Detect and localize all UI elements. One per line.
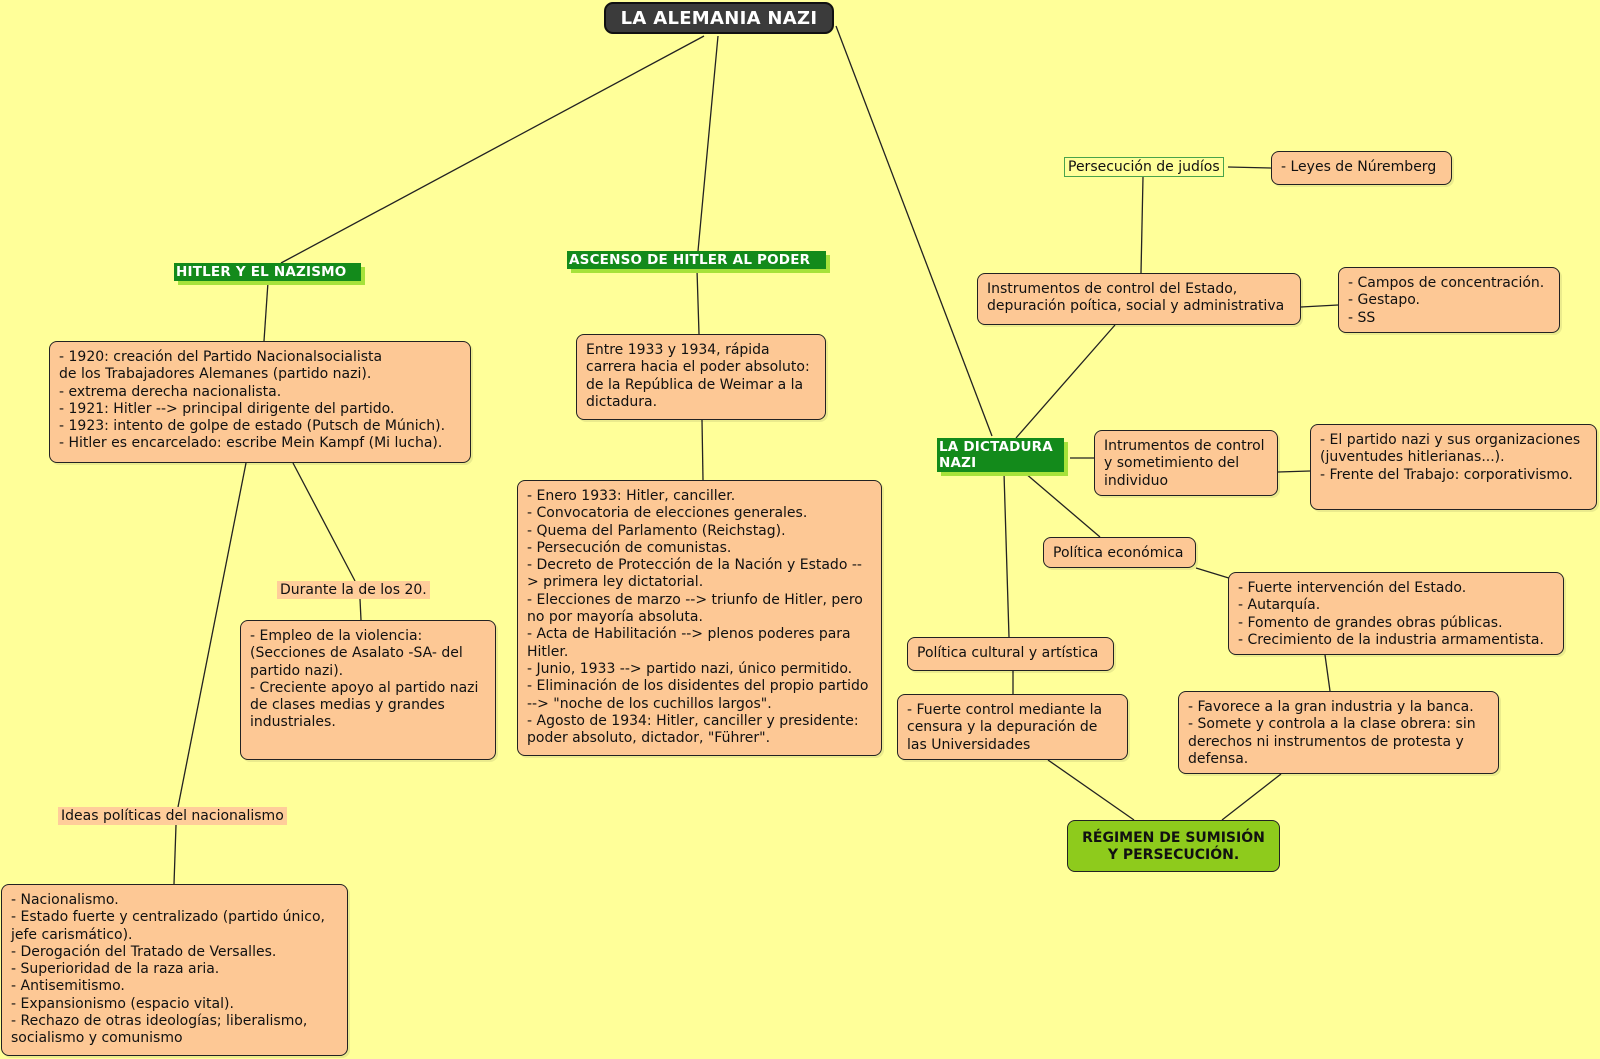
instrumentos-individuo-box[interactable]: Intrumentos de control y sometimiento de… [1094, 430, 1278, 496]
link-ideas-box [173, 824, 177, 885]
link-hitler-ideas [177, 462, 247, 808]
instrumentos-estado-box[interactable]: Instrumentos de control del Estado, depu… [977, 273, 1301, 325]
link-title-hitler [280, 35, 705, 264]
persecucion-label[interactable]: Persecución de judíos [1064, 157, 1224, 177]
campos-box[interactable]: - Campos de concentración. - Gestapo. - … [1338, 267, 1560, 333]
topic-hitler-nazismo[interactable]: HITLER Y EL NAZISMO [174, 263, 361, 281]
link-economica-box [1195, 567, 1233, 580]
link-individuo-partido [1277, 470, 1311, 473]
favorece-box[interactable]: - Favorece a la gran industria y la banc… [1178, 691, 1499, 774]
durante-label[interactable]: Durante la de los 20. [277, 581, 430, 599]
economica-box[interactable]: - Fuerte intervención del Estado. - Auta… [1228, 572, 1564, 655]
link-instrumentos-persecucion [1140, 176, 1144, 274]
hitler-timeline-box[interactable]: - 1920: creación del Partido Nacionalsoc… [49, 341, 471, 463]
link-title-ascenso [697, 35, 719, 252]
link-economica-favorece [1324, 654, 1331, 692]
link-hitler-box [263, 281, 269, 342]
link-title-dictadura [835, 25, 993, 437]
violencia-box[interactable]: - Empleo de la violencia: (Secciones de … [240, 620, 496, 760]
regimen-box[interactable]: RÉGIMEN DE SUMISIÓN Y PERSECUCIÓN. [1067, 820, 1280, 872]
censura-box[interactable]: - Fuerte control mediante la censura y l… [897, 694, 1128, 760]
link-dictadura-instrumentos [1015, 324, 1116, 439]
link-hitler-durante [292, 462, 356, 582]
economica-box-label[interactable]: Política económica [1043, 537, 1196, 568]
topic-ascenso[interactable]: ASCENSO DE HITLER AL PODER [567, 251, 826, 269]
cultural-box-label[interactable]: Política cultural y artística [907, 637, 1114, 671]
main-title[interactable]: LA ALEMANIA NAZI [604, 2, 834, 34]
leyes-box[interactable]: - Leyes de Núremberg [1271, 151, 1452, 185]
link-durante-violencia [359, 598, 362, 621]
ideas-label[interactable]: Ideas políticas del nacionalismo [58, 807, 287, 825]
eventos-box[interactable]: - Enero 1933: Hitler, canciller. - Convo… [517, 480, 882, 756]
link-dictadura-economica [1024, 472, 1101, 538]
link-ascenso-box [696, 269, 700, 335]
ideas-box[interactable]: - Nacionalismo. - Estado fuerte y centra… [1, 884, 348, 1056]
link-favorece-regimen [1221, 773, 1282, 821]
link-ascenso-eventos [701, 419, 704, 481]
topic-dictadura[interactable]: LA DICTADURA NAZI [937, 438, 1064, 472]
link-persecucion-leyes [1227, 166, 1272, 169]
link-dictadura-cultural [1003, 472, 1010, 638]
link-instrumentos-campos [1300, 304, 1339, 308]
partido-org-box[interactable]: - El partido nazi y sus organizaciones (… [1310, 424, 1597, 510]
ascenso-box[interactable]: Entre 1933 y 1934, rápida carrera hacia … [576, 334, 826, 420]
link-censura-regimen [1047, 759, 1135, 821]
